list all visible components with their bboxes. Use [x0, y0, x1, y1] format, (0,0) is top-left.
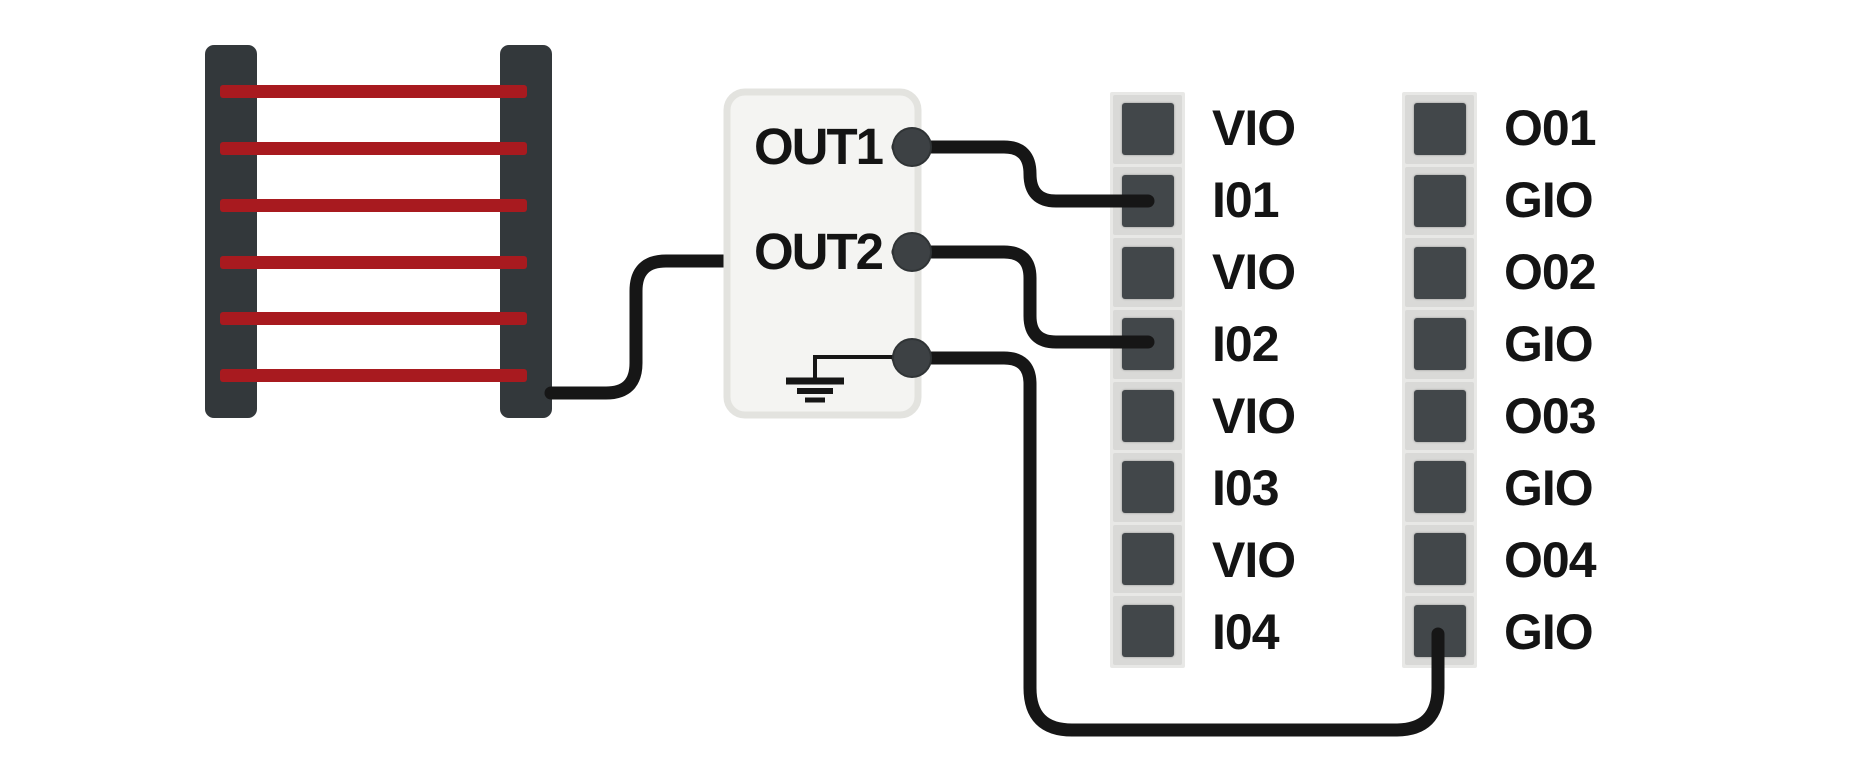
terminal-label: GIO [1504, 172, 1594, 228]
terminal-cell [1113, 309, 1182, 379]
terminal-pad-i04[interactable] [1121, 604, 1174, 657]
input-strip-labels: VIO I01 VIO I02 VIO I03 VIO I04 [1212, 92, 1382, 668]
terminal-label: VIO [1212, 100, 1296, 156]
terminal-label: I04 [1212, 604, 1280, 660]
terminal-pad-vio-3[interactable] [1121, 389, 1174, 442]
laser-beam [220, 142, 527, 155]
out2-label: OUT2 [753, 223, 884, 280]
terminal-pad-o04[interactable] [1413, 533, 1466, 586]
terminal-label: GIO [1504, 460, 1594, 516]
terminal-cell [1405, 596, 1474, 665]
terminal-cell [1113, 381, 1182, 451]
terminal-pad-o01[interactable] [1413, 103, 1466, 156]
terminal-label: I02 [1212, 316, 1280, 372]
terminal-label: O04 [1504, 532, 1597, 588]
terminal-cell [1113, 524, 1182, 594]
terminal-cell [1405, 381, 1474, 451]
out2-pin[interactable] [892, 232, 932, 272]
laser-beam [220, 199, 527, 212]
terminal-pad-i03[interactable] [1121, 461, 1174, 514]
terminal-pad-i01[interactable] [1121, 174, 1174, 227]
laser-beam [220, 256, 527, 269]
terminal-cell [1113, 95, 1182, 164]
terminal-pad-vio-2[interactable] [1121, 246, 1174, 299]
terminal-pad-vio-4[interactable] [1121, 533, 1174, 586]
laser-beam [220, 85, 527, 98]
terminal-cell [1113, 166, 1182, 236]
terminal-cell [1405, 453, 1474, 522]
terminal-label: I01 [1212, 172, 1280, 228]
terminal-pad-gio-3[interactable] [1413, 461, 1466, 514]
terminal-cell [1405, 166, 1474, 236]
input-terminal-strip [1110, 92, 1185, 668]
laser-beam [220, 369, 527, 382]
terminal-label: VIO [1212, 244, 1296, 300]
terminal-label: O03 [1504, 388, 1597, 444]
terminal-pad-o02[interactable] [1413, 246, 1466, 299]
terminal-cell [1113, 238, 1182, 307]
terminal-pad-gio-4[interactable] [1413, 604, 1466, 657]
terminal-cell [1405, 95, 1474, 164]
ground-pin[interactable] [892, 338, 932, 378]
terminal-label: GIO [1504, 316, 1594, 372]
terminal-cell [1405, 309, 1474, 379]
terminal-pad-i02[interactable] [1121, 318, 1174, 371]
terminal-label: VIO [1212, 388, 1296, 444]
wire-curtain-to-generator[interactable] [544, 254, 741, 400]
terminal-label: O02 [1504, 244, 1597, 300]
light-curtain-right-bar [500, 45, 552, 418]
terminal-cell [1113, 453, 1182, 522]
laser-beam [220, 312, 527, 325]
ground-icon [786, 355, 903, 403]
terminal-pad-vio-1[interactable] [1121, 103, 1174, 156]
terminal-label: VIO [1212, 532, 1296, 588]
out1-pin[interactable] [892, 127, 932, 167]
terminal-cell [1113, 596, 1182, 665]
terminal-label: I03 [1212, 460, 1280, 516]
output-terminal-strip [1402, 92, 1477, 668]
terminal-label: GIO [1504, 604, 1594, 660]
terminal-pad-gio-2[interactable] [1413, 318, 1466, 371]
terminal-pad-gio-1[interactable] [1413, 174, 1466, 227]
output-strip-labels: O01 GIO O02 GIO O03 GIO O04 GIO [1504, 92, 1674, 668]
terminal-cell [1405, 524, 1474, 594]
light-curtain-left-bar [205, 45, 257, 418]
out1-label: OUT1 [753, 118, 884, 175]
terminal-cell [1405, 238, 1474, 307]
terminal-label: O01 [1504, 100, 1597, 156]
terminal-pad-o03[interactable] [1413, 389, 1466, 442]
